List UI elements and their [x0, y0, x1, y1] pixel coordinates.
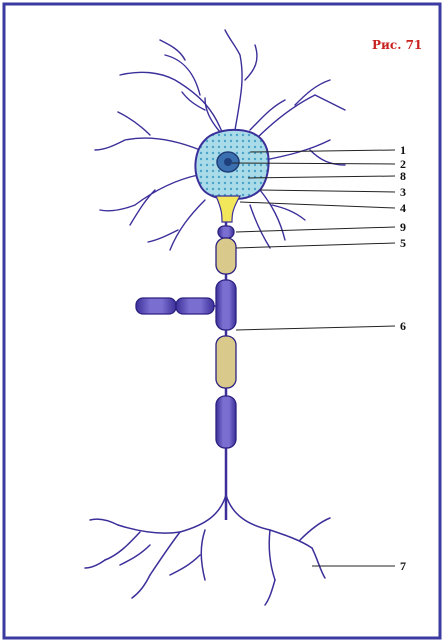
callout-4: 4	[400, 201, 406, 215]
callout-1: 1	[400, 143, 406, 157]
callout-3: 3	[400, 185, 406, 199]
axon-collateral	[136, 298, 218, 314]
nucleolus	[224, 158, 232, 166]
callout-5: 5	[400, 236, 406, 250]
callout-7: 7	[400, 559, 406, 573]
callout-6: 6	[400, 319, 406, 333]
callout-9: 9	[400, 220, 406, 234]
figure-label: Рис. 71	[372, 38, 422, 52]
callout-8: 8	[400, 169, 406, 183]
